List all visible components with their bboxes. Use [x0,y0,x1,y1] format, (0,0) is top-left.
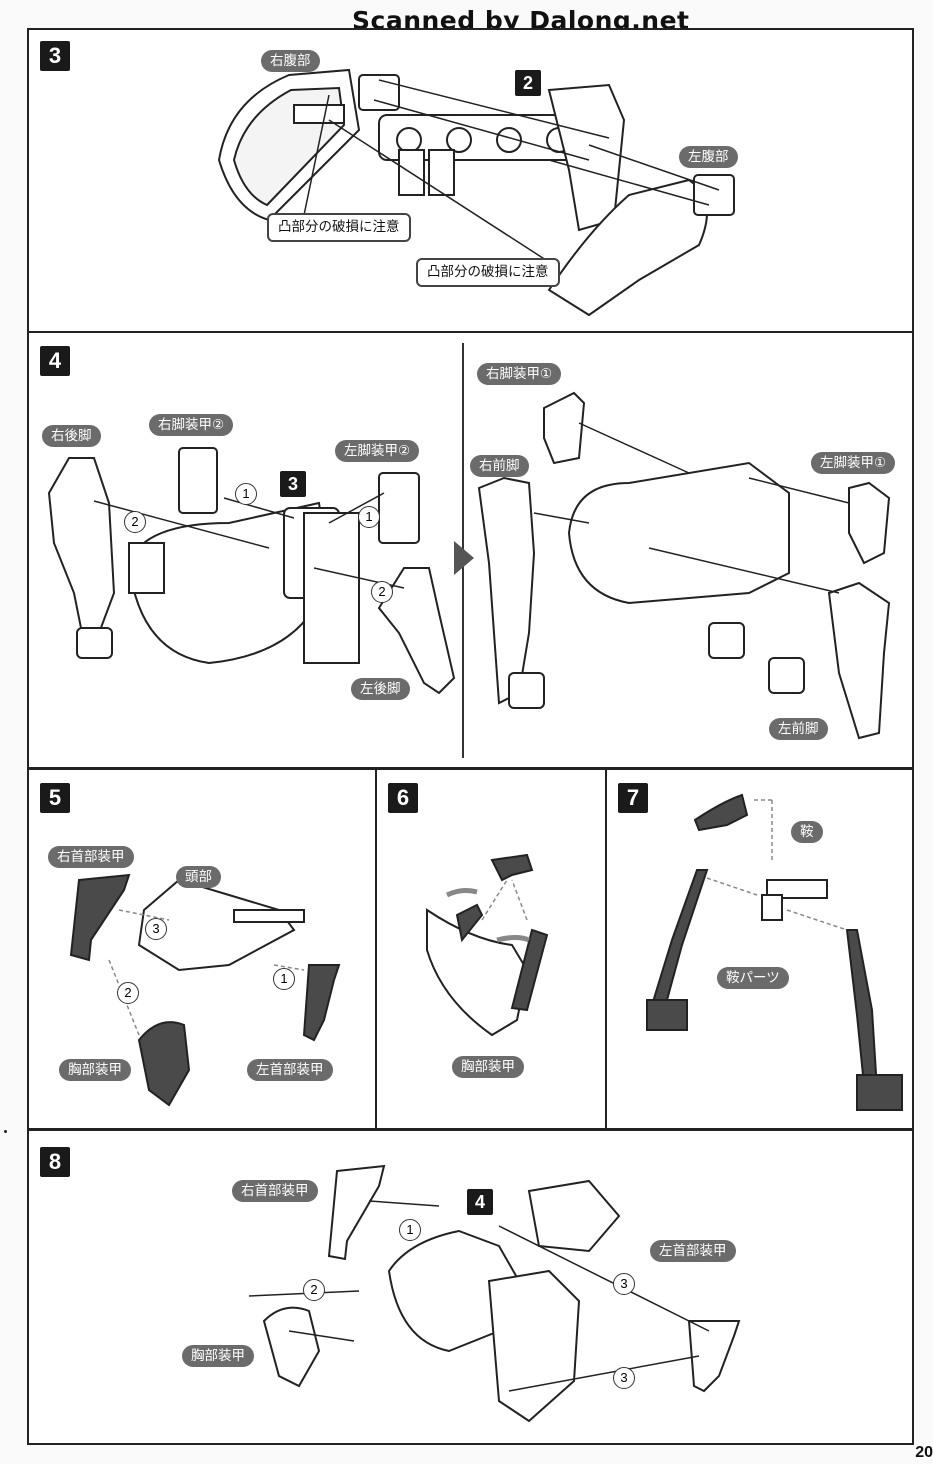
label-left-leg-armor-1: 左脚装甲① [811,452,896,474]
label-right-leg-armor-1: 右脚装甲① [477,363,562,385]
label-saddle-parts: 鞍パーツ [717,967,789,989]
label-right-neck-armor: 右首部装甲 [232,1180,318,1202]
label-chest-armor: 胸部装甲 [452,1056,524,1078]
label-saddle: 鞍 [791,821,823,843]
step-number: 5 [40,783,70,813]
label-right-neck-armor: 右首部装甲 [48,846,134,868]
ref-step-badge: 2 [515,70,541,96]
label-left-leg-armor-2: 左脚装甲② [335,440,420,462]
label-left-neck-armor: 左首部装甲 [247,1059,333,1081]
order-marker: 1 [235,483,257,505]
order-marker: 3 [613,1273,635,1295]
label-right-front-leg: 右前脚 [470,455,529,477]
step-8-illustration [248,1164,741,1423]
order-marker: 2 [124,511,146,533]
step-6-illustration [426,853,549,1037]
label-left-belly: 左腹部 [679,146,738,168]
order-marker: 2 [303,1279,325,1301]
step-6-panel: 6 胸部装甲 [375,768,607,1130]
ref-step-badge: 4 [467,1189,493,1215]
step-number: 8 [40,1147,70,1177]
step-number: 4 [40,346,70,376]
page-number: 20 [915,1444,933,1461]
order-marker: 3 [145,918,167,940]
label-right-belly: 右腹部 [261,50,320,72]
caution-note-2: 凸部分の破損に注意 [416,258,560,287]
step-5-panel: 5 右首部装甲 頭部 胸部装甲 左首部装甲 3 2 1 [27,768,377,1130]
step-number: 6 [388,783,418,813]
label-left-neck-armor: 左首部装甲 [650,1240,736,1262]
step-4-illustration [47,391,891,740]
order-marker: 1 [273,968,295,990]
label-head: 頭部 [176,866,221,888]
order-marker: 1 [358,506,380,528]
label-right-leg-armor-2: 右脚装甲② [149,414,234,436]
step-4-panel: 4 [27,331,914,769]
step-7-panel: 7 鞍 鞍パーツ [605,768,914,1130]
label-chest-armor: 胸部装甲 [59,1059,131,1081]
step-number: 7 [618,783,648,813]
step-7-illustration [646,793,903,1111]
ref-step-badge: 3 [280,471,306,497]
step-8-panel: 8 4 右首部装甲 左首部装甲 胸部装甲 1 2 3 3 [27,1129,914,1445]
order-marker: 3 [613,1367,635,1389]
label-left-front-leg: 左前脚 [769,718,828,740]
step-number: 3 [40,41,70,71]
order-marker: 2 [117,982,139,1004]
scan-speck [4,1130,7,1133]
step-5-illustration [69,873,341,1107]
caution-note-1: 凸部分の破損に注意 [267,213,411,242]
order-marker: 2 [371,581,393,603]
label-right-hind-leg: 右後脚 [42,425,101,447]
label-chest-armor: 胸部装甲 [182,1345,254,1367]
step-3-panel: 3 2 右腹部 左腹部 凸部分の破損に注意 凸部 [27,28,914,333]
label-left-hind-leg: 左後脚 [351,678,410,700]
order-marker: 1 [399,1219,421,1241]
step-3-illustration [217,68,735,317]
